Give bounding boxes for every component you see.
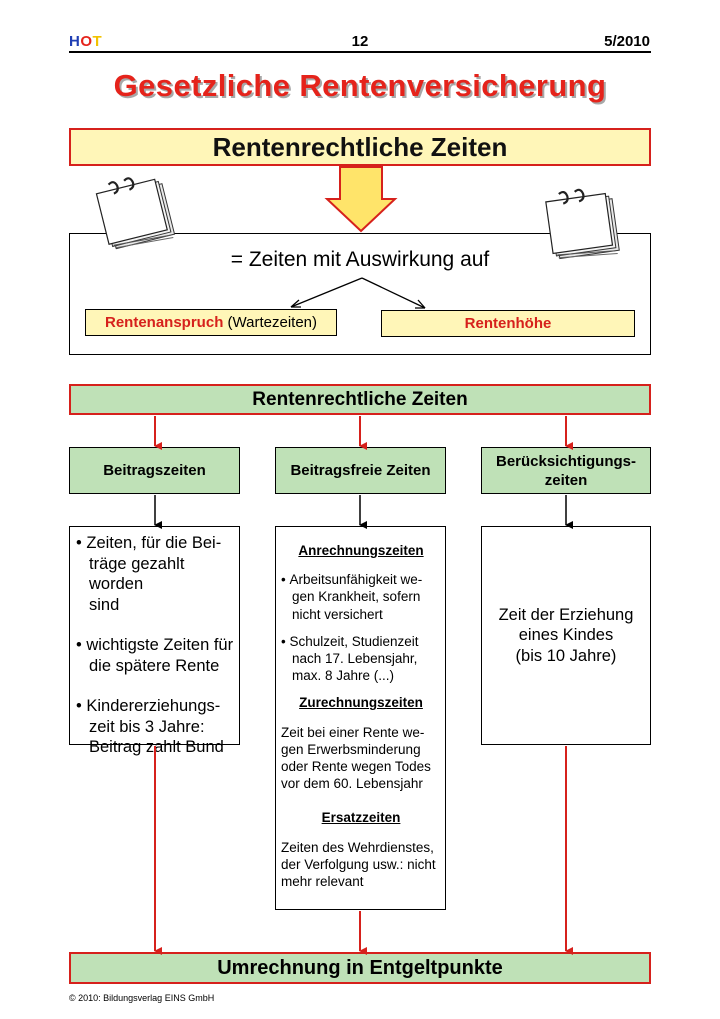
calendar-icon-left	[95, 177, 176, 250]
category-beitragszeiten: Beitragszeiten	[69, 447, 240, 494]
branch-connector	[290, 277, 426, 309]
list-item: Arbeitsunfähigkeit we- gen Krankheit, so…	[281, 571, 441, 623]
anrechnungszeiten-heading: Anrechnungszeiten	[298, 543, 424, 558]
rentenanspruch-box: Rentenanspruch (Wartezeiten)	[85, 309, 337, 336]
list-item: Schulzeit, Studienzeit nach 17. Lebensja…	[281, 633, 441, 685]
zurechnungszeiten-text: Zeit bei einer Rente we- gen Erwerbsmind…	[281, 724, 431, 792]
top-banner: Rentenrechtliche Zeiten	[69, 128, 651, 166]
header-rule	[69, 51, 651, 53]
issue-label: 5/2010	[604, 33, 650, 50]
page-number: 12	[351, 33, 369, 50]
rentenhoehe-box: Rentenhöhe	[381, 310, 635, 337]
list-item: wichtigste Zeiten für die spätere Rente	[76, 635, 235, 676]
beitragszeiten-details: Zeiten, für die Bei- träge gezahlt worde…	[69, 526, 240, 756]
category-beruecksichtigungszeiten: Berücksichtigungs- zeiten	[481, 447, 651, 494]
page-title: Gesetzliche Rentenversicherung	[113, 68, 607, 103]
ersatzzeiten-text: Zeiten des Wehrdienstes, der Verfolgung …	[281, 839, 436, 890]
copyright-footer: © 2010: Bildungsverlag EINS GmbH	[69, 993, 215, 1003]
down-arrow-icon	[324, 166, 398, 233]
beitragsfreie-zeiten-details: Anrechnungszeiten Arbeitsunfähigkeit we-…	[275, 526, 446, 910]
ersatzzeiten-heading: Ersatzzeiten	[321, 810, 401, 826]
list-item: Zeiten, für die Bei- träge gezahlt worde…	[76, 533, 235, 615]
calendar-icon-right	[545, 188, 620, 260]
wartezeiten-label: (Wartezeiten)	[223, 314, 317, 331]
hot-logo: HOT	[69, 33, 103, 50]
zurechnungszeiten-heading: Zurechnungszeiten	[299, 695, 423, 711]
category-beitragsfreie-zeiten: Beitragsfreie Zeiten	[275, 447, 446, 494]
rentenanspruch-label: Rentenanspruch	[105, 314, 224, 331]
second-banner: Rentenrechtliche Zeiten	[69, 384, 651, 415]
definition-text: = Zeiten mit Auswirkung auf	[230, 248, 490, 271]
